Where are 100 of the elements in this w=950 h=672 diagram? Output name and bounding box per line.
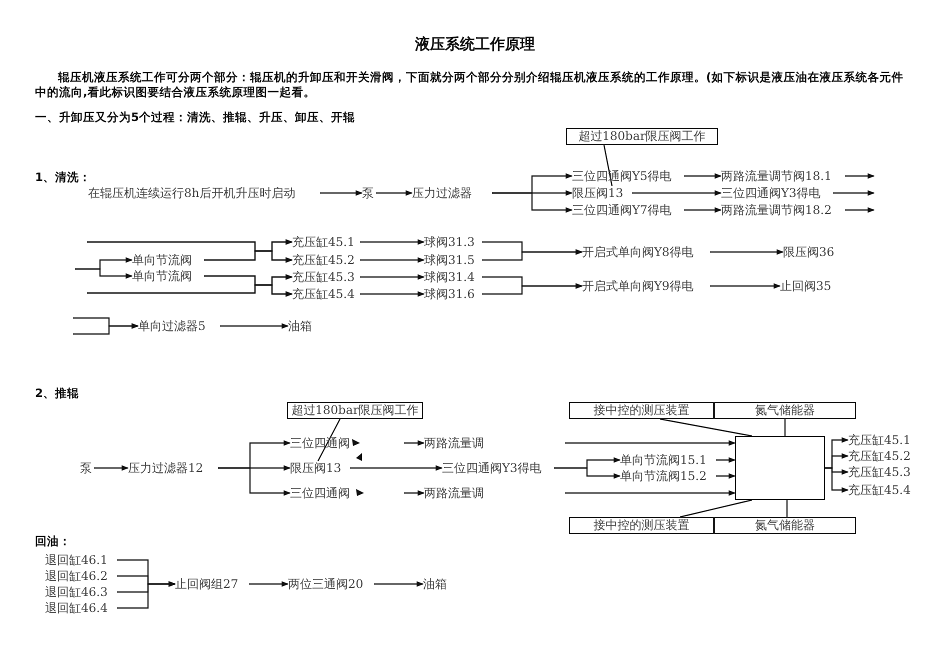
leader-line bbox=[603, 144, 613, 186]
leader-line bbox=[786, 500, 788, 517]
component-label: 退回缸46.4 bbox=[45, 601, 117, 615]
flow-arrow bbox=[632, 190, 722, 196]
component-label: 三位四通阀Y3得电 bbox=[721, 186, 833, 200]
flow-arrow bbox=[220, 323, 289, 329]
note-box: 氮气储能器 bbox=[714, 402, 856, 419]
component-label: 限压阀13 bbox=[290, 461, 350, 475]
component-label: 充压缸45.4 bbox=[292, 287, 360, 301]
flow-arrow bbox=[684, 173, 722, 179]
flow-arrow bbox=[833, 190, 875, 196]
flow-arrow bbox=[716, 457, 736, 463]
flow-arrow bbox=[565, 440, 736, 446]
component-label: 充压缸45.1 bbox=[292, 235, 360, 249]
flow-arrow bbox=[73, 323, 139, 335]
component-label: 单向节流阀15.2 bbox=[620, 469, 716, 483]
component-label: 三位四通阀Y3得电 bbox=[442, 461, 554, 475]
component-label: 球阀31.4 bbox=[424, 270, 482, 284]
note-box: 接中控的测压装置 bbox=[569, 517, 714, 534]
component-label: 球阀31.6 bbox=[424, 287, 482, 301]
component-label: 止回阀组27 bbox=[175, 577, 249, 591]
component-label: 充压缸45.4 bbox=[848, 483, 920, 497]
step-heading: 1、清洗： bbox=[35, 170, 92, 185]
component-label: 单向节流阀 bbox=[132, 269, 204, 283]
component-label: 开启式单向阀Y9得电 bbox=[582, 279, 710, 293]
component-label: 充压缸45.1 bbox=[848, 433, 920, 447]
component-label: 充压缸45.3 bbox=[292, 270, 360, 284]
manifold-block bbox=[735, 436, 825, 500]
component-label: 球阀31.5 bbox=[424, 253, 482, 267]
flow-arrow bbox=[710, 283, 781, 289]
flow-arrow bbox=[218, 467, 291, 496]
flow-arrow bbox=[482, 249, 583, 261]
component-label: 单向节流阀 bbox=[132, 253, 204, 267]
component-label: 充压缸45.3 bbox=[848, 465, 920, 479]
flow-arrow bbox=[75, 268, 133, 279]
component-label: 在辊压机连续运行8h后开机升压时启动 bbox=[88, 186, 320, 200]
flow-arrow bbox=[87, 284, 293, 297]
component-label: 两路流量调节阀18.2 bbox=[721, 203, 845, 217]
component-label: 泵 bbox=[80, 461, 94, 475]
flow-arrow bbox=[716, 473, 736, 479]
component-label: 退回缸46.2 bbox=[45, 569, 117, 583]
section-heading: 一、升卸压又分为5个过程：清洗、推辊、升压、卸压、开辊 bbox=[35, 110, 356, 125]
component-label: 退回缸46.3 bbox=[45, 585, 117, 599]
flow-arrow bbox=[376, 190, 413, 196]
leader-line bbox=[680, 499, 752, 518]
flow-arrow bbox=[492, 192, 573, 213]
note-box: 超过180bar限压阀工作 bbox=[287, 402, 423, 419]
component-label: 退回缸46.1 bbox=[45, 553, 117, 567]
component-label: 压力过滤器12 bbox=[128, 461, 218, 475]
flow-arrow bbox=[350, 465, 443, 471]
component-label: 油箱 bbox=[288, 319, 316, 333]
leader-line bbox=[317, 418, 341, 462]
component-label: 三位四通阀 bbox=[290, 436, 352, 450]
note-box: 超过180bar限压阀工作 bbox=[566, 128, 718, 145]
flow-arrow bbox=[204, 250, 293, 263]
component-label: 限压阀13 bbox=[572, 186, 632, 200]
flow-arrow bbox=[404, 490, 425, 496]
component-label: 球阀31.3 bbox=[424, 235, 482, 249]
title: 液压系统工作原理 bbox=[414, 35, 536, 54]
leader-line bbox=[660, 418, 752, 437]
flow-arrow bbox=[374, 581, 424, 587]
flow-arrow bbox=[360, 274, 425, 280]
flow-arrow bbox=[554, 467, 621, 479]
component-label: 两路流量调 bbox=[424, 436, 486, 450]
component-label: 三位四通阀 bbox=[290, 486, 352, 500]
step-heading: 回油： bbox=[35, 534, 72, 549]
component-label: 止回阀35 bbox=[780, 279, 842, 293]
component-label: 充压缸45.2 bbox=[292, 253, 360, 267]
note-box: 接中控的测压装置 bbox=[569, 402, 714, 419]
component-label: 两位三通阀20 bbox=[288, 577, 374, 591]
component-label: 开启式单向阀Y8得电 bbox=[582, 245, 710, 259]
flow-arrow bbox=[482, 283, 583, 295]
flow-arrow bbox=[565, 490, 736, 496]
flow-arrow bbox=[249, 581, 289, 587]
flow-arrow bbox=[845, 173, 875, 179]
component-label: 两路流量调 bbox=[424, 486, 486, 500]
flow-arrow bbox=[117, 581, 176, 609]
component-label: 充压缸45.2 bbox=[848, 449, 920, 463]
flow-arrow bbox=[94, 465, 129, 471]
flow-arrow bbox=[825, 467, 849, 493]
note-box: 氮气储能器 bbox=[714, 517, 856, 534]
flow-arrow bbox=[360, 239, 425, 245]
paragraph: 辊压机液压系统工作可分两个部分：辊压机的升卸压和开关滑阀，下面就分两个部分分别介绍辊压机液压系统的工作原理。(如下标识是液压油在液压系统各元件中的流向,看此标识图要结合液压系统原理图一起看。 bbox=[35, 70, 904, 100]
flow-arrow bbox=[360, 291, 425, 297]
flow-arrow bbox=[684, 207, 722, 213]
component-label: 两路流量调节阀18.1 bbox=[721, 169, 845, 183]
flow-arrow bbox=[404, 440, 425, 446]
flow-arrow bbox=[845, 207, 875, 213]
component-label: 泵 bbox=[362, 186, 376, 200]
component-label: 压力过滤器 bbox=[412, 186, 492, 200]
component-label: 限压阀36 bbox=[783, 245, 845, 259]
step-heading: 2、推辊 bbox=[35, 386, 80, 401]
component-label: 单向节流阀15.1 bbox=[620, 453, 716, 467]
flow-arrow bbox=[320, 190, 363, 196]
leader-line bbox=[784, 419, 786, 436]
component-label: 三位四通阀Y7得电 bbox=[572, 203, 684, 217]
component-label: 单向过滤器5 bbox=[138, 319, 220, 333]
component-label: 油箱 bbox=[423, 577, 451, 591]
flow-arrow bbox=[360, 257, 425, 263]
flow-arrow bbox=[710, 249, 784, 255]
